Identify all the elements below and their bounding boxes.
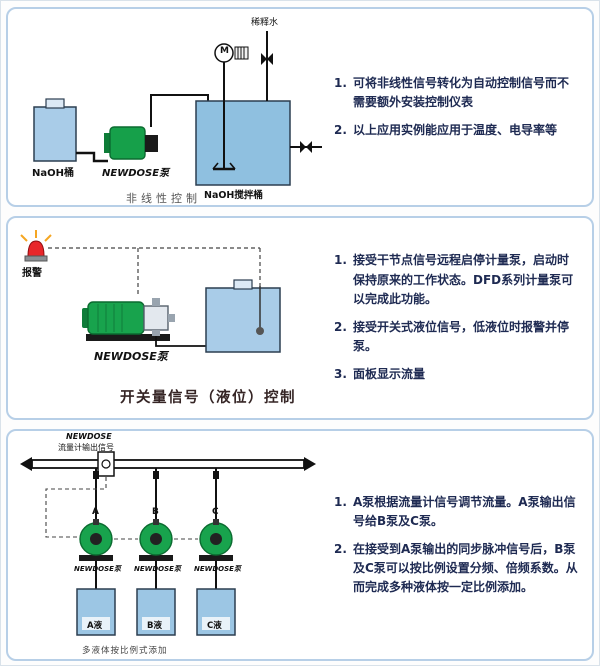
- storage-tank-icon: [205, 279, 281, 353]
- diagram-caption: 开关量信号（液位）控制: [120, 390, 296, 406]
- tank-c-label: C液: [207, 621, 222, 631]
- note-text: 接受干节点信号远程启停计量泵，启动时保持原来的工作状态。DFD系列计量泵可以完成…: [353, 253, 574, 306]
- panel-nonlinear-control: NaOH桶 NEWDOSE泵 NaOH搅拌桶 M 稀释水 非线性控制 1. 可将…: [6, 7, 594, 207]
- note-text: 面板显示流量: [353, 367, 426, 382]
- dosing-pump-icon: [104, 126, 158, 160]
- pump-b-letter: B: [152, 507, 159, 517]
- diagram-nonlinear: NaOH桶 NEWDOSE泵 NaOH搅拌桶 M 稀释水 非线性控制: [8, 9, 330, 205]
- pump-c-letter: C: [212, 507, 219, 517]
- pump-label: NEWDOSE泵: [94, 350, 168, 363]
- alarm-beacon-icon: [20, 230, 52, 262]
- dilution-water-label: 稀释水: [251, 18, 279, 28]
- dosing-pump-icon: [82, 298, 175, 341]
- note-text: 接受开关式液位信号，低液位时报警并停泵。: [353, 320, 570, 354]
- diagram-level-svg: [20, 230, 281, 353]
- suction-tube: [155, 336, 206, 347]
- small-tank-label: NaOH桶: [32, 168, 74, 179]
- note-item: 2. 接受开关式液位信号，低液位时报警并停泵。: [334, 318, 578, 356]
- flow-meter-icon: [97, 451, 115, 477]
- note-number: 3.: [334, 367, 347, 382]
- note-item: 2. 在接受到A泵输出的同步脉冲信号后，B泵及C泵可以按比例设置分频、倍频系数。…: [334, 540, 578, 598]
- diagram-caption: 非线性控制: [126, 192, 201, 205]
- note-text: 可将非线性信号转化为自动控制信号而不需要额外安装控制仪表: [353, 75, 570, 109]
- diagram-proportional-svg: [20, 451, 316, 636]
- notes-level: 1. 接受干节点信号远程启停计量泵，启动时保持原来的工作状态。DFD系列计量泵可…: [330, 218, 592, 418]
- note-item: 1. 接受干节点信号远程启停计量泵，启动时保持原来的工作状态。DFD系列计量泵可…: [334, 251, 578, 309]
- chemical-drum-icon: [33, 98, 77, 162]
- tank-a-label: A液: [87, 621, 103, 631]
- note-text: A泵根据流量计信号调节流量。A泵输出信号给B泵及C泵。: [353, 494, 576, 528]
- tank-c-icon: [196, 588, 236, 636]
- note-text: 以上应用实例能应用于温度、电导率等: [353, 123, 558, 138]
- notes-nonlinear: 1. 可将非线性信号转化为自动控制信号而不需要额外安装控制仪表 2. 以上应用实…: [330, 9, 592, 205]
- flow-signal-label: 流量计输出信号: [58, 443, 114, 452]
- mixing-tank-icon: [195, 100, 291, 186]
- note-number: 2.: [334, 123, 347, 138]
- suction-tubes: [95, 561, 217, 589]
- agitator-shaft-icon: [212, 62, 236, 171]
- motor-letter: M: [220, 46, 229, 56]
- mix-tank-label: NaOH搅拌桶: [204, 190, 263, 201]
- diagram-level: 报警 NEWDOSE泵 开关量信号（液位）控制: [8, 218, 330, 418]
- note-number: 2.: [334, 541, 347, 556]
- note-number: 2.: [334, 320, 347, 334]
- note-item: 3. 面板显示流量: [334, 365, 578, 384]
- outlet-pipe: [290, 141, 322, 153]
- note-number: 1.: [334, 75, 347, 90]
- panel-level-control: 报警 NEWDOSE泵 开关量信号（液位）控制 1. 接受干节点信号远程启停计量…: [6, 216, 594, 420]
- pump-c-icon: [199, 519, 233, 561]
- panel-proportional-dosing: NEWDOSE 流量计输出信号 A B C NEWDOSE泵 NEWDOSE泵 …: [6, 429, 594, 661]
- injection-valves: [93, 471, 219, 479]
- diagram-caption: 多液体按比例式添加: [82, 646, 168, 656]
- note-number: 1.: [334, 494, 347, 509]
- tank-b-label: B液: [147, 621, 162, 631]
- diagram-proportional: NEWDOSE 流量计输出信号 A B C NEWDOSE泵 NEWDOSE泵 …: [8, 431, 330, 659]
- pump-b-name: NEWDOSE泵: [134, 565, 181, 573]
- diagram-nonlinear-svg: [33, 31, 322, 186]
- pump-a-icon: [79, 519, 113, 561]
- note-item: 1. 可将非线性信号转化为自动控制信号而不需要额外安装控制仪表: [334, 74, 578, 112]
- pump-b-icon: [139, 519, 173, 561]
- suction-pipe: [76, 151, 108, 163]
- tank-b-icon: [136, 588, 176, 636]
- pump-a-name: NEWDOSE泵: [74, 565, 121, 573]
- pump-label: NEWDOSE泵: [102, 168, 170, 179]
- tank-a-icon: [76, 588, 116, 636]
- note-number: 1.: [334, 253, 347, 268]
- pump-a-letter: A: [92, 507, 99, 517]
- signal-dashed-lines: [48, 247, 261, 294]
- notes-proportional: 1. A泵根据流量计信号调节流量。A泵输出信号给B泵及C泵。 2. 在接受到A泵…: [330, 431, 592, 659]
- brand-label: NEWDOSE: [66, 432, 112, 441]
- note-item: 2. 以上应用实例能应用于温度、电导率等: [334, 121, 578, 140]
- discharge-pipe: [150, 94, 209, 127]
- signal-dashed-lines: [45, 477, 198, 540]
- alarm-label: 报警: [22, 268, 42, 279]
- main-pipe-icon: [20, 457, 316, 471]
- dilution-water-pipe: [261, 31, 273, 101]
- note-text: 在接受到A泵输出的同步脉冲信号后，B泵及C泵可以按比例设置分频、倍频系数。从而完…: [353, 541, 578, 595]
- note-item: 1. A泵根据流量计信号调节流量。A泵输出信号给B泵及C泵。: [334, 493, 578, 531]
- pump-c-name: NEWDOSE泵: [194, 565, 241, 573]
